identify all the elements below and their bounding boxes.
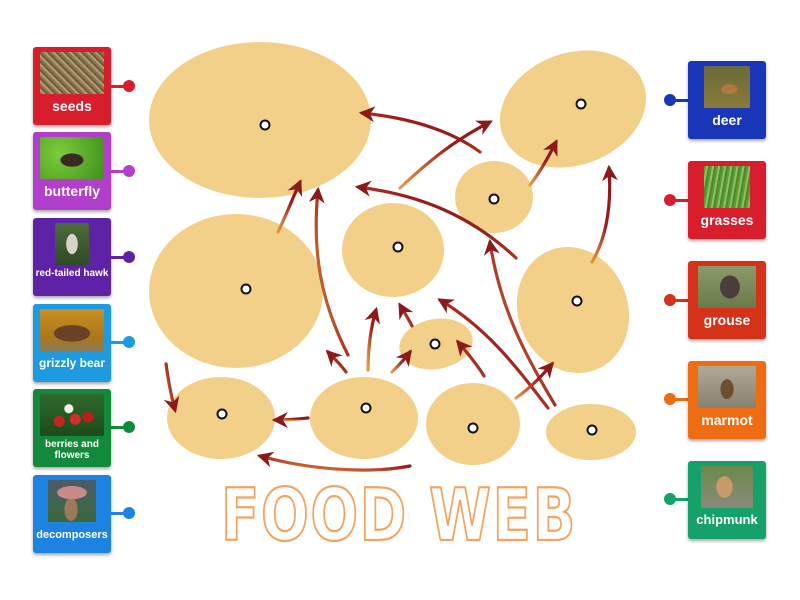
connector-red-tailed-hawk — [111, 251, 135, 263]
arrow — [528, 139, 558, 187]
connector-grouse — [664, 294, 688, 306]
berries-photo-icon — [40, 394, 104, 436]
connector-dot-icon — [123, 336, 135, 348]
arrow — [256, 451, 412, 472]
connector-dot-icon — [123, 80, 135, 92]
label-text: berries and flowers — [45, 439, 99, 461]
label-text: grizzly bear — [38, 356, 106, 370]
label-text: butterfly — [44, 183, 100, 199]
connector-dot-icon — [664, 294, 676, 306]
connector-butterfly — [111, 165, 135, 177]
connector-deer — [664, 94, 688, 106]
arrow — [364, 306, 380, 372]
grouse-photo-icon — [698, 266, 756, 308]
connector-decomposers — [111, 507, 135, 519]
label-text: decomposers — [36, 529, 108, 541]
connector-marmot — [664, 393, 688, 405]
arrow — [163, 362, 180, 414]
drop-target-point[interactable] — [571, 295, 583, 307]
drop-target-point[interactable] — [392, 241, 404, 253]
deer-photo-icon — [704, 66, 750, 108]
label-card-red-tailed-hawk[interactable]: red-tailed hawk — [33, 218, 111, 296]
label-text: seeds — [52, 98, 92, 114]
drop-target-point[interactable] — [575, 98, 587, 110]
ellipse-bottom-center — [310, 377, 418, 459]
seeds-photo-icon — [40, 52, 104, 94]
drop-target-point[interactable] — [259, 119, 271, 131]
arrow — [271, 411, 310, 428]
drop-target-point[interactable] — [586, 424, 598, 436]
arrow — [483, 238, 557, 407]
grass-photo-icon — [704, 166, 750, 208]
connector-seeds — [111, 80, 135, 92]
label-card-seeds[interactable]: seeds — [33, 47, 111, 125]
label-card-grouse[interactable]: grouse — [688, 261, 766, 339]
label-card-grizzly-bear[interactable]: grizzly bear — [33, 304, 111, 382]
arrow — [437, 298, 550, 410]
label-card-grasses[interactable]: grasses — [688, 161, 766, 239]
label-text: grouse — [703, 312, 751, 328]
drop-target-point[interactable] — [216, 408, 228, 420]
food-web-arrows — [163, 106, 618, 472]
arrow — [358, 106, 482, 154]
connector-grizzly-bear — [111, 336, 135, 348]
connector-dot-icon — [664, 393, 676, 405]
label-card-butterfly[interactable]: butterfly — [33, 132, 111, 210]
drop-target-point[interactable] — [488, 193, 500, 205]
connector-dot-icon — [123, 251, 135, 263]
ellipse-mid-left — [149, 214, 323, 368]
connector-chipmunk — [664, 493, 688, 505]
arrow — [514, 361, 555, 400]
label-card-chipmunk[interactable]: chipmunk — [688, 461, 766, 539]
connector-dot-icon — [664, 194, 676, 206]
marmot-photo-icon — [698, 366, 756, 408]
connector-dot-icon — [664, 94, 676, 106]
ellipse-mid-right — [516, 246, 630, 374]
diagram-title: FOOD WEB — [220, 478, 577, 548]
arrow — [276, 179, 303, 234]
ellipse-top-right — [499, 50, 647, 168]
title-text: FOOD WEB — [221, 478, 577, 548]
arrow — [398, 302, 414, 328]
organism-ellipses — [149, 42, 647, 465]
label-card-marmot[interactable]: marmot — [688, 361, 766, 439]
label-text: marmot — [701, 412, 753, 428]
mushroom-photo-icon — [48, 480, 96, 522]
label-card-berries-and-flowers[interactable]: berries and flowers — [33, 389, 111, 467]
connector-grasses — [664, 194, 688, 206]
arrow — [390, 349, 412, 374]
drop-target-point[interactable] — [467, 422, 479, 434]
butterfly-photo-icon — [40, 137, 104, 179]
arrow — [398, 120, 493, 190]
drop-target-point[interactable] — [429, 338, 441, 350]
drop-target-point[interactable] — [360, 402, 372, 414]
chipmunk-photo-icon — [701, 466, 753, 508]
label-text: deer — [712, 112, 742, 128]
arrow — [590, 164, 618, 264]
connector-berries-and-flowers — [111, 421, 135, 433]
label-card-deer[interactable]: deer — [688, 61, 766, 139]
label-text: chipmunk — [696, 512, 758, 527]
connector-dot-icon — [123, 165, 135, 177]
arrow — [455, 339, 486, 378]
label-text: grasses — [700, 212, 754, 228]
hawk-photo-icon — [55, 223, 89, 265]
bear-photo-icon — [40, 309, 104, 351]
arrow — [325, 349, 348, 374]
connector-dot-icon — [123, 507, 135, 519]
arrow — [308, 186, 350, 357]
connector-dot-icon — [123, 421, 135, 433]
drop-target-point[interactable] — [240, 283, 252, 295]
label-card-decomposers[interactable]: decomposers — [33, 475, 111, 553]
label-text: red-tailed hawk — [35, 268, 109, 279]
ellipse-top-left — [149, 42, 371, 198]
connector-dot-icon — [664, 493, 676, 505]
